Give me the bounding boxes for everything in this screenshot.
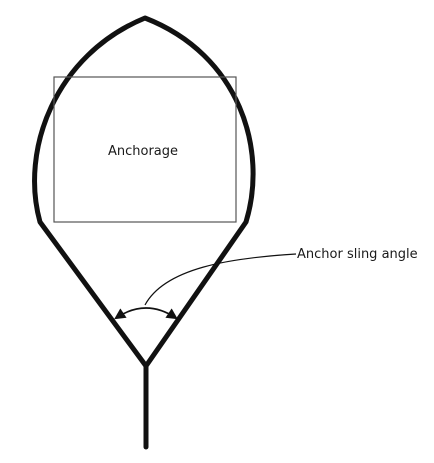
- angle-label: Anchor sling angle: [297, 247, 418, 262]
- anchorage-box: [53, 76, 237, 223]
- sling-loop: [32, 15, 256, 369]
- leader-line: [144, 253, 297, 306]
- angle-arc: [114, 307, 178, 320]
- anchorage-label: Anchorage: [108, 144, 178, 159]
